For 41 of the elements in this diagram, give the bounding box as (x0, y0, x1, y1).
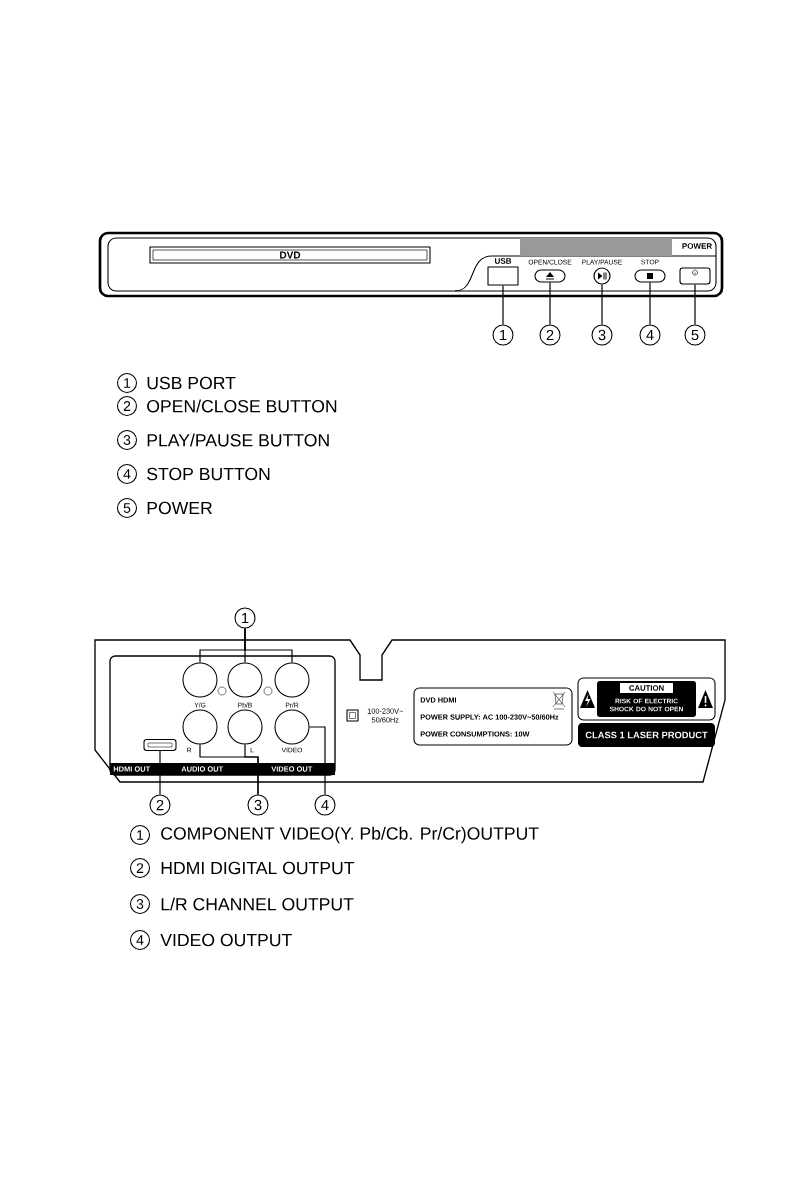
list-text: VIDEO OUTPUT (160, 933, 292, 947)
callout-number: 2 (116, 395, 138, 417)
callout-number: 3 (591, 324, 613, 346)
callout-number: 4 (116, 463, 138, 485)
disc-tray: DVD (149, 246, 431, 264)
leader-line (649, 281, 651, 326)
leader-line (159, 750, 161, 796)
callout-number: 2 (539, 324, 561, 346)
callout-number: 3 (129, 893, 151, 915)
part-label: POWER (682, 243, 712, 249)
callout-number: 3 (247, 794, 269, 816)
list-text: OPEN/CLOSE BUTTON (147, 399, 337, 413)
callout-number: 1 (492, 324, 514, 346)
callout-number: 1 (234, 607, 256, 629)
list-text: COMPONENT VIDEO(Y. Pb/Cb. Pr/Cr)OUTPUT (161, 826, 539, 844)
leader-line (601, 284, 603, 326)
callout-number: 5 (116, 497, 138, 519)
leader-line (244, 627, 293, 664)
callout-number: 5 (684, 324, 706, 346)
callout-number: 3 (116, 429, 138, 451)
callout-number: 4 (314, 794, 336, 816)
leader-line (502, 284, 504, 326)
hdmi-port (143, 738, 177, 752)
callout-number: 2 (129, 857, 151, 879)
list-text: POWER (147, 501, 212, 515)
leader-line (244, 743, 259, 796)
callout-number: 2 (149, 794, 171, 816)
leader-line (694, 283, 696, 326)
leader-line (549, 281, 551, 326)
callout-number: 4 (639, 324, 661, 346)
callout-number: 1 (129, 824, 151, 846)
part-label: USB (495, 258, 512, 264)
leader-line (308, 726, 326, 796)
callout-number: 1 (116, 372, 138, 394)
callout-number: 4 (129, 929, 151, 951)
list-text: L/R CHANNEL OUTPUT (161, 897, 354, 911)
list-text: HDMI DIGITAL OUTPUT (161, 861, 355, 875)
list-text: USB PORT (147, 376, 236, 390)
list-text: PLAY/PAUSE BUTTON (147, 433, 329, 447)
list-text: STOP BUTTON (147, 467, 270, 481)
laser-class-label: CLASS 1 LASER PRODUCT (578, 723, 715, 747)
